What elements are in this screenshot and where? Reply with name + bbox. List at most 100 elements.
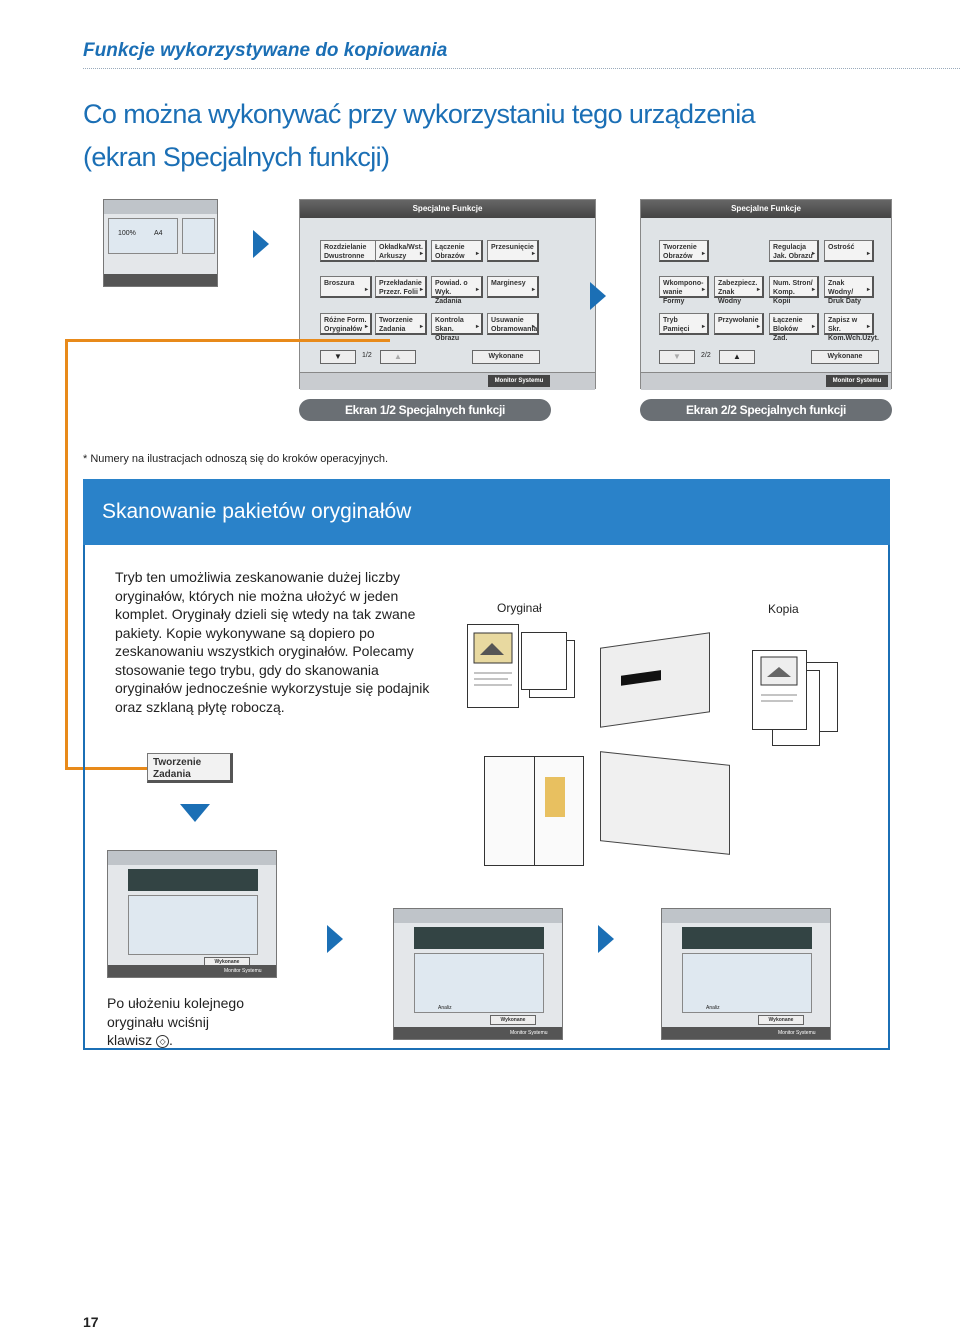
function-button-marginesy[interactable]: Marginesy xyxy=(487,276,539,298)
page-number: 17 xyxy=(83,1314,99,1330)
copy-settings-panel xyxy=(128,895,258,955)
function-button-rozne-formaty[interactable]: Różne Form. Oryginałów xyxy=(320,313,372,335)
screen-header: Specjalne Funkcje xyxy=(641,200,891,218)
page-down-button[interactable]: ▼ xyxy=(659,350,695,364)
done-button[interactable]: Wykonane xyxy=(811,350,879,364)
analiz-label: Analiz xyxy=(438,1005,452,1011)
function-button-przywolanie[interactable]: Przywołanie xyxy=(714,313,764,335)
book-illustration xyxy=(484,756,584,866)
analiz-label: Analiz xyxy=(706,1005,720,1011)
book-image xyxy=(545,777,565,817)
page-up-button[interactable]: ▲ xyxy=(380,350,416,364)
original-image-icon xyxy=(473,632,513,686)
feature-description: Tryb ten umożliwia zeskanowanie dużej li… xyxy=(115,569,430,715)
function-button-usuwanie-obramowania[interactable]: Usuwanie Obramowania xyxy=(487,313,539,335)
function-button-znak-wodny[interactable]: Znak Wodny/ Druk Daty xyxy=(824,276,874,305)
system-bar xyxy=(300,372,595,390)
step-arrow xyxy=(590,282,606,310)
caption-line-3-text: klawisz xyxy=(107,1032,153,1048)
step-caption: Po ułożeniu kolejnego oryginału wciśnij … xyxy=(107,994,244,1050)
original-label: Oryginał xyxy=(497,601,542,615)
done-button[interactable]: Wykonane xyxy=(758,1015,804,1025)
monitor-label: Monitor Systemu xyxy=(778,1030,816,1036)
function-button-tworzenie-zadania[interactable]: Tworzenie Zadania xyxy=(375,313,427,335)
status-bar: Monitor Systemu xyxy=(108,965,276,977)
status-bar xyxy=(104,274,217,286)
copy-page xyxy=(752,650,807,730)
function-button-kontrola-skan[interactable]: Kontrola Skan. Obrazu xyxy=(431,313,483,342)
function-button-broszura[interactable]: Broszura xyxy=(320,276,372,298)
paper-panel xyxy=(182,218,215,254)
step-down-arrow xyxy=(180,804,210,822)
function-button-laczenie-blokow[interactable]: Łączenie Bloków Zad. xyxy=(769,313,819,342)
job-status-panel xyxy=(128,869,258,891)
function-button-laczenie-obrazow[interactable]: Łączenie Obrazów xyxy=(431,240,483,262)
system-monitor-button[interactable]: Monitor Systemu xyxy=(826,375,888,387)
page-up-button[interactable]: ▲ xyxy=(719,350,755,364)
screen-tabs xyxy=(662,909,830,923)
job-status-panel xyxy=(414,927,544,949)
footnote: * Numery na ilustracjach odnoszą się do … xyxy=(83,453,389,465)
screen-1-caption: Ekran 1/2 Specjalnych funkcji xyxy=(299,399,551,421)
book-spine xyxy=(534,757,535,865)
monitor-label: Monitor Systemu xyxy=(510,1030,548,1036)
job-build-label-1: Tworzenie xyxy=(153,757,202,768)
start-key-icon: ◇ xyxy=(156,1034,170,1048)
monitor-label: Monitor Systemu xyxy=(224,968,262,974)
title-line-2: (ekran Specjalnych funkcji) xyxy=(83,142,390,173)
title-line-1: Co można wykonywać przy wykorzystaniu te… xyxy=(83,99,756,129)
caption-line-1: Po ułożeniu kolejnego xyxy=(107,995,244,1011)
system-monitor-button[interactable]: Monitor Systemu xyxy=(488,375,550,387)
scan-screen-2: Analiz Wykonane Monitor Systemu xyxy=(393,908,563,1040)
function-button-przesuniecie[interactable]: Przesunięcie xyxy=(487,240,539,262)
job-build-button[interactable]: Tworzenie Zadania xyxy=(147,753,233,783)
status-bar: Monitor Systemu xyxy=(662,1027,830,1039)
function-button-zapisz-skrzynka[interactable]: Zapisz w Skr. Kom.Wch.Użyt. xyxy=(824,313,879,342)
function-button-wkomponowanie[interactable]: Wkompono- wanie Formy xyxy=(659,276,709,305)
section-title: Funkcje wykorzystywane do kopiowania xyxy=(83,40,448,61)
done-button[interactable]: Wykonane xyxy=(472,350,540,364)
copy-settings-panel xyxy=(108,218,178,254)
original-page xyxy=(521,632,567,690)
function-button-powiadomienie[interactable]: Powiad. o Wyk. Zadania xyxy=(431,276,483,305)
caption-line-2: oryginału wciśnij xyxy=(107,1013,209,1030)
paper-size: A4 xyxy=(154,230,163,237)
page-down-button[interactable]: ▼ xyxy=(320,350,356,364)
function-button-okladka[interactable]: Okładka/Wst. Arkuszy xyxy=(375,240,427,262)
status-bar: Monitor Systemu xyxy=(394,1027,562,1039)
function-button-tworzenie-obrazow[interactable]: Tworzenie Obrazów xyxy=(659,240,709,262)
screen-tabs xyxy=(394,909,562,923)
step-arrow xyxy=(327,925,343,953)
scanner-illustration xyxy=(600,632,710,728)
connector-line xyxy=(65,767,150,770)
scan-screen-3: Analiz Wykonane Monitor Systemu xyxy=(661,908,831,1040)
job-build-label-2: Zadania xyxy=(153,769,191,780)
screen-tabs xyxy=(108,851,276,865)
copy-label: Kopia xyxy=(768,602,799,616)
zoom-value: 100% xyxy=(118,230,136,237)
special-functions-screen-2: Specjalne Funkcje Tworzenie Obrazów Regu… xyxy=(640,199,892,390)
feature-title: Skanowanie pakietów oryginałów xyxy=(102,500,412,523)
function-button-regulacja[interactable]: Regulacja Jak. Obrazu xyxy=(769,240,819,262)
function-button-numeracja[interactable]: Num. Stron/ Komp. Kopii xyxy=(769,276,819,305)
function-button-przekladanie[interactable]: Przekładanie Przezr. Folii xyxy=(375,276,427,298)
connector-line xyxy=(65,339,390,342)
page-indicator: 1/2 xyxy=(362,352,372,359)
function-button-zabezpieczajacy-znak[interactable]: Zabezpiecz. Znak Wodny xyxy=(714,276,764,305)
screen-tabs xyxy=(104,200,217,214)
screen-2-caption: Ekran 2/2 Specjalnych funkcji xyxy=(640,399,892,421)
page-indicator: 2/2 xyxy=(701,352,711,359)
function-button-tryb-pamieci[interactable]: Tryb Pamięci xyxy=(659,313,709,335)
copy-image-icon xyxy=(760,656,798,702)
done-button[interactable]: Wykonane xyxy=(490,1015,536,1025)
connector-line xyxy=(65,339,68,769)
platen-illustration xyxy=(600,751,730,855)
feed-arrow-icon xyxy=(621,670,661,686)
original-page xyxy=(467,624,519,708)
copy-settings-panel xyxy=(414,953,544,1013)
copy-settings-panel xyxy=(682,953,812,1013)
page-title: Co można wykonywać przy wykorzystaniu te… xyxy=(83,93,756,179)
header-rule xyxy=(83,68,960,69)
basic-copy-screen: 100% A4 xyxy=(103,199,218,287)
function-button-ostrosc[interactable]: Ostrość xyxy=(824,240,874,262)
